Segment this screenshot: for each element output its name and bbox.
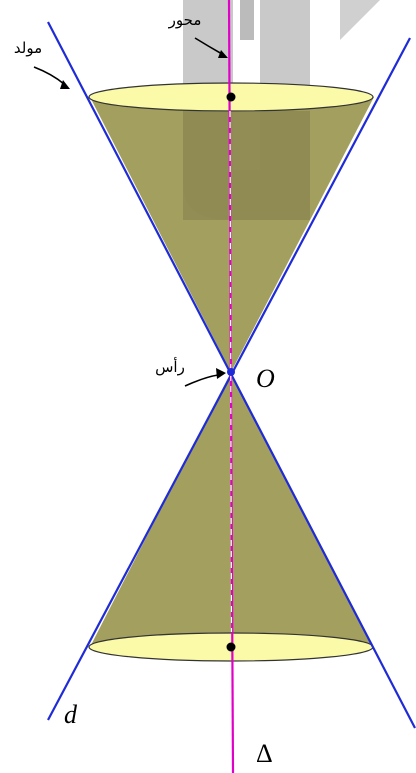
- line-d-label: d: [64, 700, 78, 729]
- generator-line-2: [47, 37, 411, 721]
- axis-label: محور: [168, 11, 202, 29]
- axis-arrow-head: [218, 50, 228, 58]
- vertex-arrow-head: [216, 368, 226, 379]
- generator-label-arrow: [33, 66, 65, 85]
- generator-arrow-head: [60, 80, 70, 89]
- vertex-label: رأس: [155, 357, 185, 376]
- vertex-label-arrow: [184, 374, 219, 387]
- axis-hidden-dashed: [229, 110, 233, 633]
- upper-nappe: [88, 82, 374, 372]
- vertex-name: O: [256, 364, 275, 393]
- vertex-point: [227, 368, 235, 376]
- upper-base-center-point: [226, 92, 236, 102]
- lower-base-center-point: [226, 642, 236, 652]
- generator-label: مولد: [14, 39, 42, 57]
- delta-label: Δ: [256, 739, 273, 768]
- axis-label-arrow: [194, 37, 223, 55]
- upper-cone-body: [90, 97, 374, 372]
- watermark-overlay: [183, 111, 310, 220]
